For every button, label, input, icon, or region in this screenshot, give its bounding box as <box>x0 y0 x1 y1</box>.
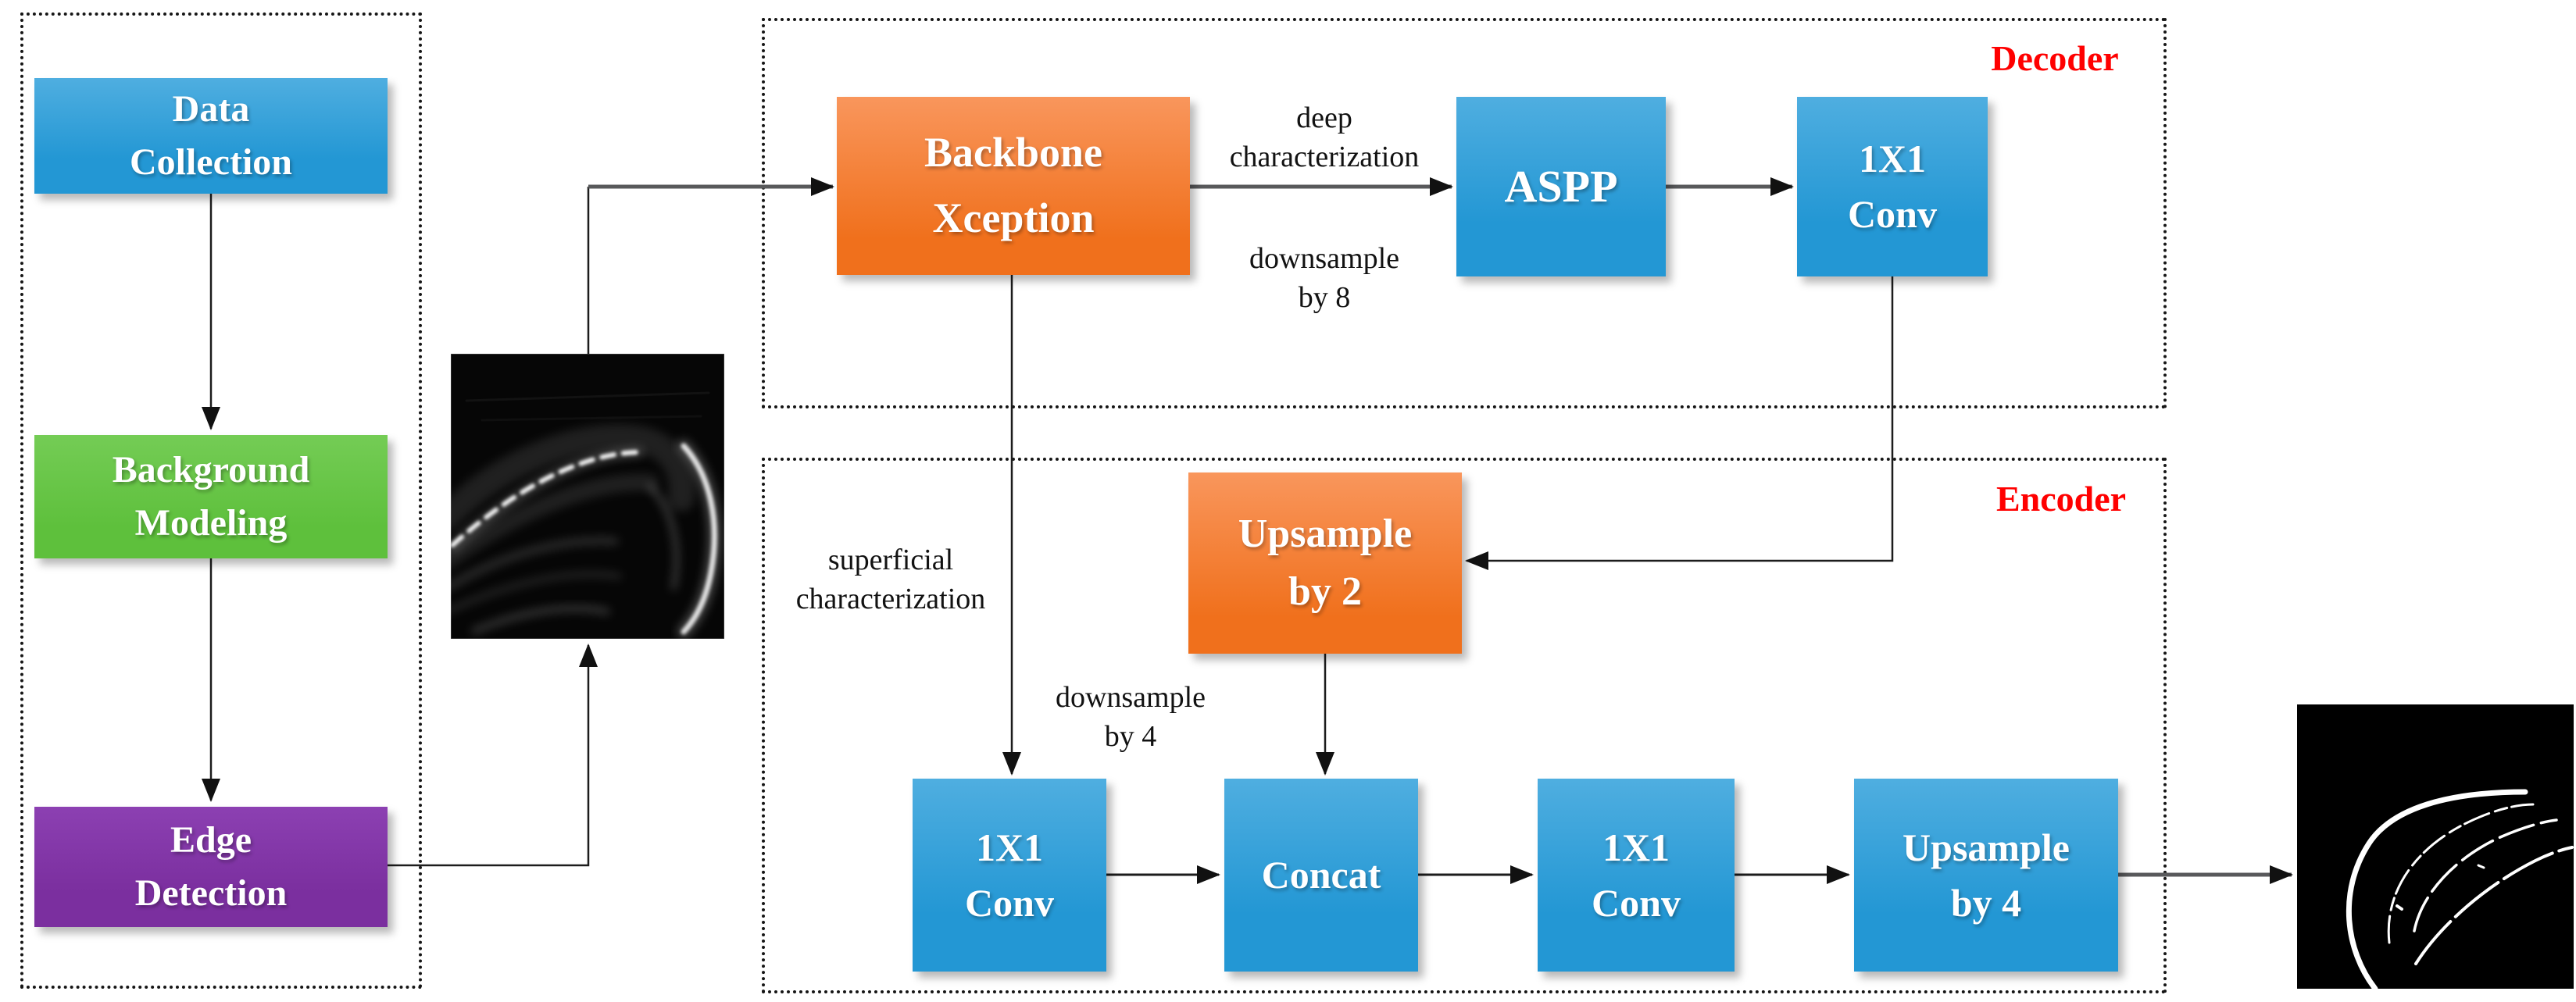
background-modeling-box: Background Modeling <box>34 435 388 558</box>
conv-1x1-decoder-box: 1X1 Conv <box>1797 97 1988 276</box>
downsample-by-8-label: downsample by 8 <box>1249 242 1400 315</box>
edge-mask-output-image <box>2297 704 2574 989</box>
conv-1x1-post-box: 1X1 Conv <box>1538 779 1735 972</box>
upsample-by-4-box: Upsample by 4 <box>1854 779 2118 972</box>
downsample-by-4-label: downsample by 4 <box>1055 681 1206 754</box>
encoder-region-label: Encoder <box>1995 479 2127 519</box>
encoder-frame <box>762 458 2167 993</box>
sonar-arcs <box>451 391 721 638</box>
preprocessing-frame <box>20 12 422 989</box>
aspp-box: ASPP <box>1456 97 1666 276</box>
backbone-xception-box: Backbone Xception <box>837 97 1190 275</box>
concat-box: Concat <box>1224 779 1418 972</box>
deep-characterization-label: deep characterization <box>1229 102 1420 174</box>
superficial-characterization-label: superficial characterization <box>795 544 986 616</box>
edge-detection-box: Edge Detection <box>34 807 388 927</box>
decoder-region-label: Decoder <box>1991 38 2119 78</box>
data-collection-box: Data Collection <box>34 78 388 194</box>
upsample-by-2-box: Upsample by 2 <box>1188 472 1462 654</box>
sonar-lane-input-image <box>451 354 724 639</box>
decoder-frame <box>762 18 2167 408</box>
conv-1x1-skip-box: 1X1 Conv <box>913 779 1106 972</box>
edge-mask-arcs <box>2346 789 2574 989</box>
